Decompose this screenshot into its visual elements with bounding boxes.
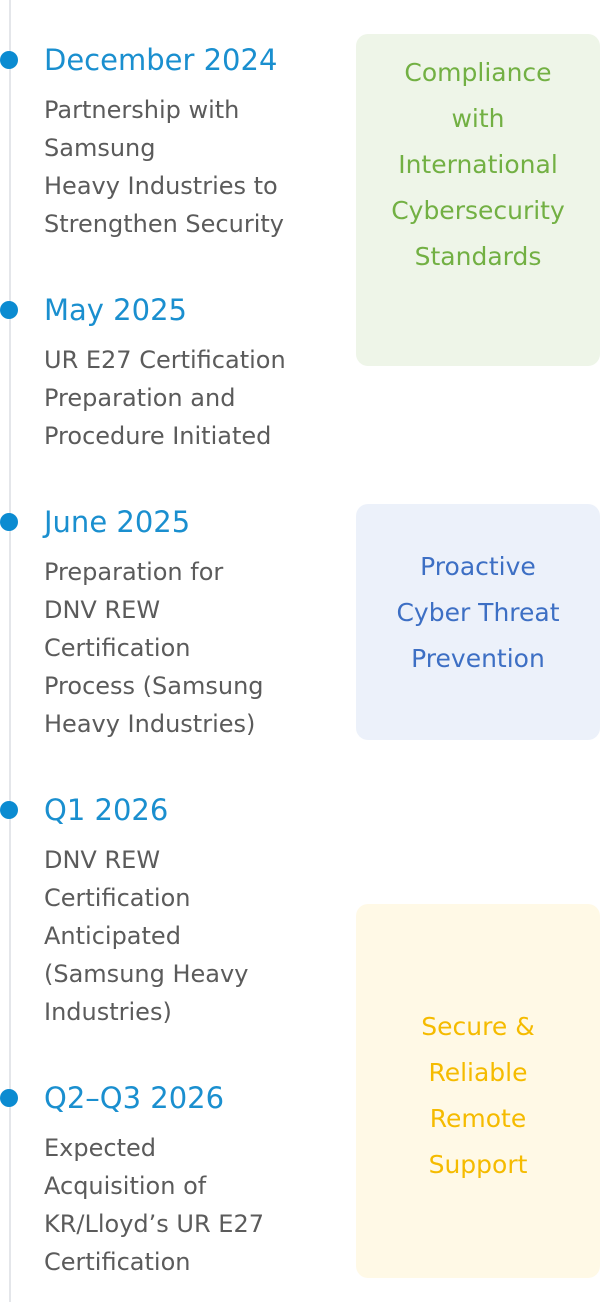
event-date: Q2–Q3 2026 bbox=[44, 1081, 225, 1115]
timeline-line bbox=[9, 0, 11, 1302]
timeline-dot-icon bbox=[0, 51, 18, 69]
event-description: DNV REW Certification Anticipated (Samsu… bbox=[44, 846, 249, 1026]
event-description: UR E27 Certification Preparation and Pro… bbox=[44, 346, 286, 450]
compliance-card-text: Compliance with International Cybersecur… bbox=[391, 58, 565, 271]
timeline-dot-icon bbox=[0, 1089, 18, 1107]
secure-card-text: Secure & Reliable Remote Support bbox=[421, 1011, 535, 1179]
event-description: Preparation for DNV REW Certification Pr… bbox=[44, 558, 264, 738]
event-description: Expected Acquisition of KR/Lloyd’s UR E2… bbox=[44, 1134, 264, 1276]
event-date: June 2025 bbox=[44, 505, 191, 539]
event-date: May 2025 bbox=[44, 293, 187, 327]
timeline-dot-icon bbox=[0, 801, 18, 819]
compliance-card: Compliance with International Cybersecur… bbox=[356, 34, 600, 366]
secure-support-card: Secure & Reliable Remote Support bbox=[356, 904, 600, 1278]
timeline-dot-icon bbox=[0, 301, 18, 319]
event-description: Partnership with Samsung Heavy Industrie… bbox=[44, 96, 284, 238]
timeline-dot-icon bbox=[0, 513, 18, 531]
event-date: December 2024 bbox=[44, 43, 278, 77]
event-date: Q1 2026 bbox=[44, 793, 169, 827]
proactive-card-text: Proactive Cyber Threat Prevention bbox=[396, 552, 560, 673]
proactive-card: Proactive Cyber Threat Prevention bbox=[356, 504, 600, 740]
